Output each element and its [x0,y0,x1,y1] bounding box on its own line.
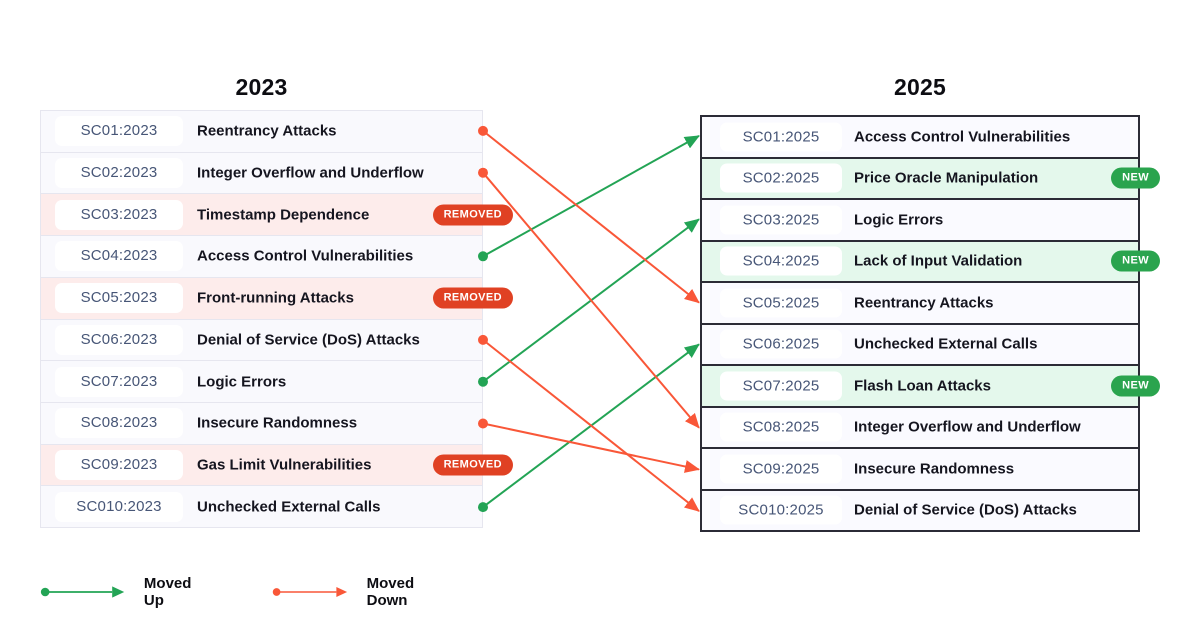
left-row: SC05:2023 Front-running Attacks REMOVED [41,277,513,320]
left-row: SC04:2023 Access Control Vulnerabilities [41,236,482,278]
right-row: SC02:2025 Price Oracle Manipulation NEW [702,158,1160,200]
left-row: SC06:2023 Denial of Service (DoS) Attacks [41,319,482,362]
right-row: SC03:2025 Logic Errors [702,200,1138,242]
code-chip: SC09:2023 [55,449,183,480]
code-chip: SC06:2023 [55,324,183,355]
code-chip: SC02:2025 [720,163,842,193]
left-row: SC010:2023 Unchecked External Calls [41,486,482,528]
vuln-name: Reentrancy Attacks [197,122,337,140]
vuln-name: Price Oracle Manipulation [854,169,1039,187]
left-row: SC03:2023 Timestamp Dependence REMOVED [41,194,513,237]
removed-badge: REMOVED [432,287,513,309]
code-chip: SC01:2023 [55,116,183,147]
left-row: SC02:2023 Integer Overflow and Underflow [41,152,482,195]
code-chip: SC06:2025 [720,329,842,359]
arrow-moved-down [482,339,700,512]
legend-item-moved-down: Moved Down [272,575,438,609]
legend-arrow-down-icon [272,587,348,597]
right-row: SC05:2025 Reentrancy Attacks [702,283,1138,325]
right-row: SC01:2025 Access Control Vulnerabilities [702,117,1138,159]
vuln-name: Timestamp Dependence [197,206,370,224]
code-chip: SC02:2023 [55,158,183,189]
legend-label: Moved Down [366,575,415,609]
new-badge: NEW [1111,375,1160,397]
arrow-moved-up [482,134,700,258]
right-row: SC07:2025 Flash Loan Attacks NEW [702,366,1160,408]
legend-arrow-up-icon [40,586,125,598]
new-badge: NEW [1111,250,1160,272]
removed-badge: REMOVED [432,454,513,476]
vuln-name: Denial of Service (DoS) Attacks [854,501,1077,519]
vuln-name: Unchecked External Calls [197,498,381,516]
vuln-name: Denial of Service (DoS) Attacks [197,331,420,349]
arrow-moved-up [482,218,700,383]
code-chip: SC05:2023 [55,283,183,314]
vuln-name: Logic Errors [854,211,944,229]
removed-badge: REMOVED [432,204,513,226]
left-row: SC01:2023 Reentrancy Attacks [41,111,482,153]
vuln-name: Flash Loan Attacks [854,377,991,395]
code-chip: SC05:2025 [720,288,842,318]
vuln-name: Gas Limit Vulnerabilities [197,456,372,474]
new-badge: NEW [1111,167,1160,189]
code-chip: SC03:2023 [55,199,183,230]
code-chip: SC04:2025 [720,246,842,276]
right-row: SC06:2025 Unchecked External Calls [702,324,1138,366]
right-row: SC04:2025 Lack of Input Validation NEW [702,241,1160,283]
vuln-name: Unchecked External Calls [854,335,1038,353]
right-row: SC08:2025 Integer Overflow and Underflow [702,407,1138,449]
vuln-name: Insecure Randomness [197,414,358,432]
arrow-moved-up [482,343,700,508]
code-chip: SC07:2025 [720,371,842,401]
left-row: SC08:2023 Insecure Randomness [41,402,482,445]
code-chip: SC08:2023 [55,408,183,439]
column-title-2023: 2023 [235,74,288,100]
code-chip: SC04:2023 [55,241,183,272]
vuln-name: Integer Overflow and Underflow [197,164,424,182]
vuln-name: Insecure Randomness [854,460,1015,478]
vuln-name: Access Control Vulnerabilities [854,128,1071,146]
code-chip: SC01:2025 [720,122,842,152]
code-chip: SC08:2025 [720,412,842,442]
vuln-name: Logic Errors [197,373,287,391]
arrow-moved-down [482,172,700,429]
legend-item-moved-up: Moved Up [40,575,206,609]
right-row: SC010:2025 Denial of Service (DoS) Attack… [702,490,1138,530]
code-chip: SC07:2023 [55,366,183,397]
left-row: SC09:2023 Gas Limit Vulnerabilities REMOVE… [41,444,513,487]
code-chip: SC03:2025 [720,205,842,235]
vuln-name: Access Control Vulnerabilities [197,247,414,265]
vuln-name: Reentrancy Attacks [854,294,994,312]
left-row: SC07:2023 Logic Errors [41,361,482,403]
arrow-moved-down [482,422,700,473]
vuln-name: Integer Overflow and Underflow [854,418,1081,436]
right-row: SC09:2025 Insecure Randomness [702,449,1138,491]
vuln-name: Front-running Attacks [197,289,354,307]
arrow-moved-down [482,130,700,304]
column-title-2025: 2025 [894,74,946,100]
vuln-name: Lack of Input Validation [854,252,1023,270]
legend-label: Moved Up [143,575,192,609]
code-chip: SC09:2025 [720,454,842,484]
code-chip: SC010:2023 [55,491,183,522]
code-chip: SC010:2025 [720,495,842,525]
